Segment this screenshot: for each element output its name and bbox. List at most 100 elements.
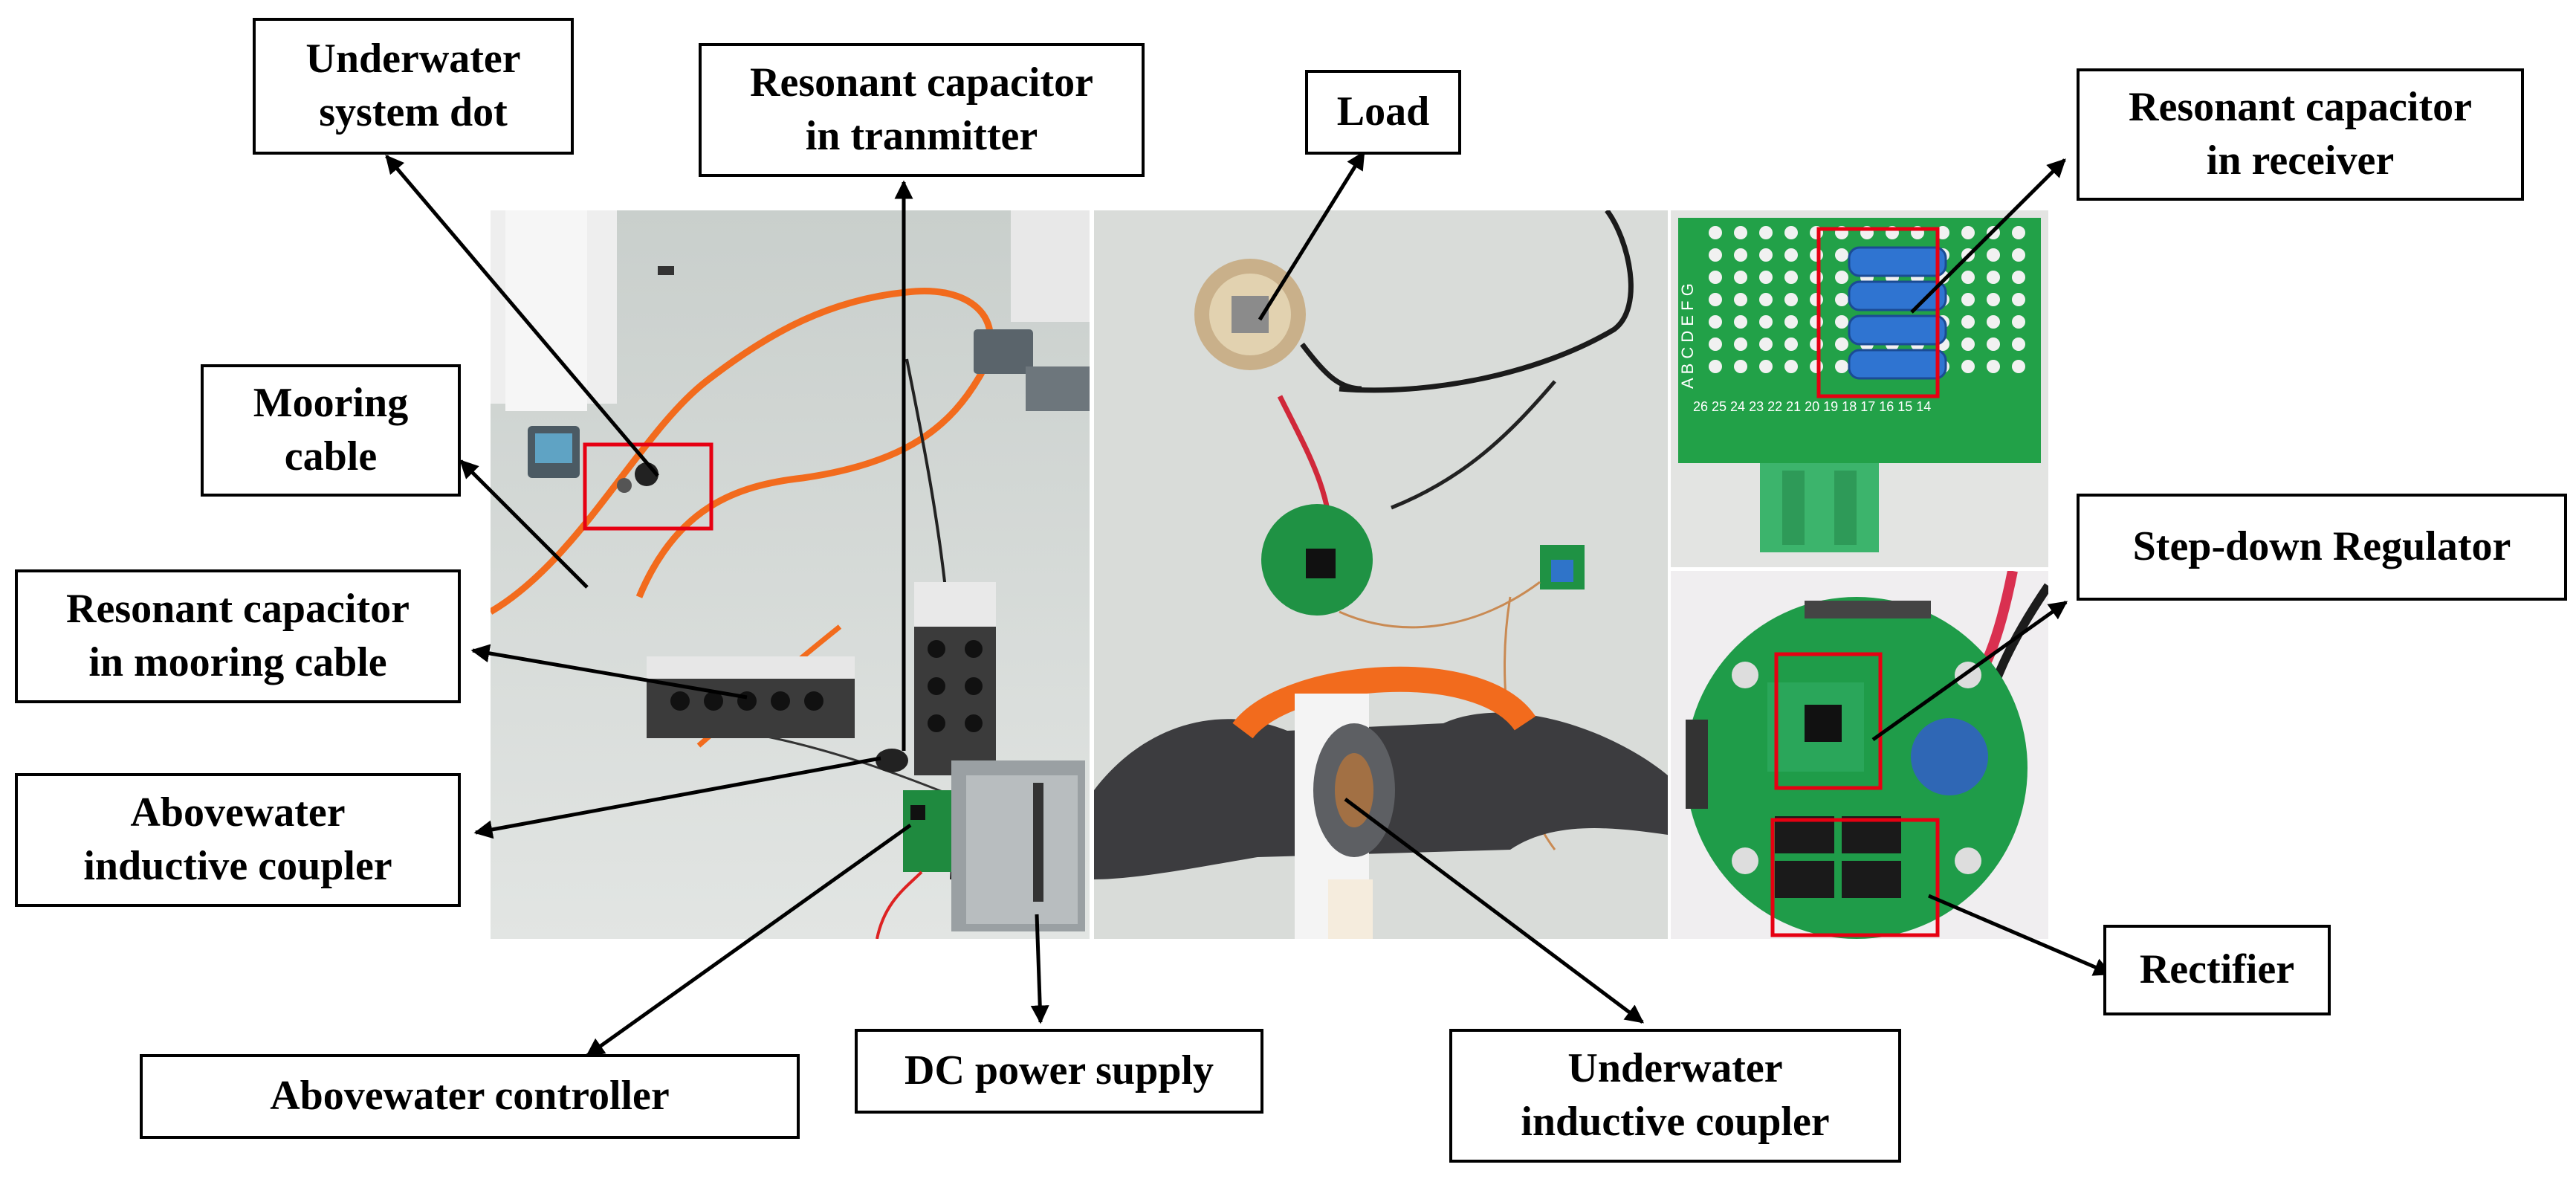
perfboard-hole	[1734, 248, 1747, 262]
perfboard-hole	[1961, 315, 1975, 329]
perfboard-hole	[1734, 315, 1747, 329]
perfboard-hole	[1709, 226, 1722, 239]
perfboard-hole	[1987, 315, 2000, 329]
label-underwater-system-dot: Underwater system dot	[253, 18, 574, 155]
label-dc-power-supply: DC power supply	[855, 1029, 1263, 1114]
perfboard-hole	[1810, 315, 1823, 329]
label-line: inductive coupler	[1521, 1099, 1830, 1145]
perfboard-hole	[1784, 360, 1798, 373]
perfboard-hole	[1759, 337, 1773, 351]
perfboard-hole	[1810, 360, 1823, 373]
perfboard-hole	[2012, 337, 2025, 351]
label-mooring-cable: Mooring cable	[201, 364, 461, 497]
perfboard-hole	[1784, 293, 1798, 306]
perfboard-hole	[1911, 226, 1924, 239]
perfboard-hole	[1810, 293, 1823, 306]
label-line: inductive coupler	[83, 843, 392, 889]
photo-receiver-pcb	[1671, 571, 2048, 939]
label-line: cable	[284, 433, 378, 479]
label-abovewater-coupler: Abovewater inductive coupler	[15, 773, 461, 907]
perfboard-hole	[1734, 293, 1747, 306]
perfboard-hole	[1759, 248, 1773, 262]
perfboard-hole	[2012, 271, 2025, 284]
perfboard-hole	[1759, 360, 1773, 373]
label-line: DC power supply	[904, 1047, 1214, 1094]
perfboard-hole	[1734, 360, 1747, 373]
perfboard-hole	[1835, 315, 1848, 329]
perfboard-hole	[1961, 360, 1975, 373]
label-line: system dot	[319, 89, 508, 135]
label-line: in receiver	[2206, 138, 2395, 184]
perfboard-hole	[1759, 293, 1773, 306]
perfboard-hole	[1987, 337, 2000, 351]
perfboard-hole	[1835, 293, 1848, 306]
perfboard-hole	[2012, 360, 2025, 373]
lab-overview-image	[491, 210, 1090, 939]
label-line: Underwater	[305, 36, 521, 83]
perfboard-hole	[1987, 293, 2000, 306]
perfboard-hole	[1709, 360, 1722, 373]
perfboard-hole	[1759, 226, 1773, 239]
photo-underwater-setup	[1094, 210, 1668, 939]
label-load: Load	[1305, 70, 1461, 155]
perfboard-hole	[1961, 226, 1975, 239]
receiver-capacitor-image: A B C D E F G 26 25 24 23 22 21 20 19 18…	[1671, 210, 2048, 567]
perfboard-hole	[1810, 248, 1823, 262]
perfboard-hole	[1734, 271, 1747, 284]
perfboard-hole	[1961, 248, 1975, 262]
perfboard-hole	[1961, 293, 1975, 306]
perfboard-hole	[1759, 271, 1773, 284]
perfboard-hole	[1784, 226, 1798, 239]
perfboard-hole	[1734, 226, 1747, 239]
perfboard-hole	[1860, 226, 1874, 239]
perfboard-hole	[1835, 248, 1848, 262]
perfboard-hole	[1709, 271, 1722, 284]
perfboard-hole	[1987, 248, 2000, 262]
perfboard-hole	[2012, 248, 2025, 262]
perfboard-hole	[1759, 315, 1773, 329]
perfboard-hole	[1810, 226, 1823, 239]
label-line: in tranmitter	[805, 113, 1038, 159]
label-underwater-coupler: Underwater inductive coupler	[1449, 1029, 1901, 1163]
label-line: Mooring	[253, 380, 409, 427]
perfboard-hole	[1784, 248, 1798, 262]
perfboard-hole	[1734, 337, 1747, 351]
perfboard-hole	[1810, 337, 1823, 351]
label-resonant-cap-mooring: Resonant capacitor in mooring cable	[15, 569, 461, 703]
underwater-setup-image	[1094, 210, 1668, 939]
label-line: Abovewater controller	[270, 1073, 670, 1120]
perfboard-hole	[1784, 271, 1798, 284]
label-line: Abovewater	[130, 789, 346, 836]
label-resonant-cap-receiver: Resonant capacitor in receiver	[2077, 68, 2524, 201]
label-line: Underwater	[1567, 1045, 1783, 1092]
perfboard-hole	[1961, 337, 1975, 351]
receiver-pcb-image	[1671, 571, 2048, 939]
perfboard-hole	[1784, 337, 1798, 351]
perfboard-hole	[1936, 226, 1949, 239]
label-abovewater-controller: Abovewater controller	[140, 1054, 800, 1139]
perfboard-hole	[2012, 226, 2025, 239]
perfboard-hole	[1835, 226, 1848, 239]
perfboard-hole	[1709, 337, 1722, 351]
label-line: Load	[1336, 88, 1430, 135]
perfboard-hole	[1810, 271, 1823, 284]
pcb-column-numbers: 26 25 24 23 22 21 20 19 18 17 16 15 14	[1693, 399, 1931, 414]
label-line: Resonant capacitor	[2129, 84, 2472, 131]
label-step-down-regulator: Step-down Regulator	[2077, 494, 2567, 601]
photo-receiver-capacitor: A B C D E F G 26 25 24 23 22 21 20 19 18…	[1671, 210, 2048, 567]
perfboard-hole	[1835, 360, 1848, 373]
perfboard-hole	[1709, 315, 1722, 329]
label-line: Step-down Regulator	[2132, 523, 2511, 570]
perfboard-hole	[1987, 226, 2000, 239]
label-rectifier: Rectifier	[2103, 925, 2331, 1015]
perfboard-hole	[1709, 248, 1722, 262]
perfboard-hole	[2012, 315, 2025, 329]
label-line: Resonant capacitor	[66, 586, 410, 633]
perfboard-hole	[1987, 360, 2000, 373]
perfboard-hole	[1709, 293, 1722, 306]
label-line: in mooring cable	[88, 639, 387, 685]
perfboard-hole	[1961, 271, 1975, 284]
label-line: Rectifier	[2139, 946, 2295, 993]
perfboard-hole	[1784, 315, 1798, 329]
perfboard-hole	[2012, 293, 2025, 306]
